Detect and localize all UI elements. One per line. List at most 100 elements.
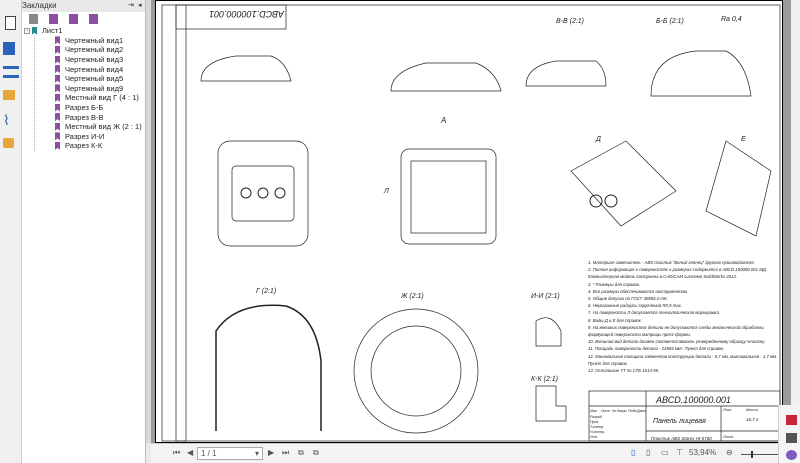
next-page-icon[interactable]: ▶ xyxy=(268,448,275,457)
panel-header: Закладки ⇥ ◂ xyxy=(22,0,145,12)
note-item: 13. Остальные ТТ по СТБ 1014-95. xyxy=(588,368,660,374)
bookmark-item[interactable]: Чертежный вид9 xyxy=(55,84,145,94)
facing-icon[interactable]: ▭ xyxy=(661,448,669,457)
last-page-icon[interactable]: ⏭ xyxy=(282,448,290,457)
bookmark-label: Чертежный вид2 xyxy=(65,45,124,55)
note-item: 11. Площадь поверхности детали - 23565 м… xyxy=(588,346,725,352)
prev-page-icon[interactable]: ◀ xyxy=(187,448,194,457)
role: Н.контр. xyxy=(590,430,605,434)
comments-icon[interactable] xyxy=(3,90,15,100)
view-vv-part xyxy=(525,60,607,87)
collapse-icon[interactable]: ◂ xyxy=(138,2,142,9)
bookmark-icon xyxy=(55,141,60,150)
view-label-vv: В-В (2:1) xyxy=(556,18,584,25)
prev-view-icon[interactable]: ⧉ xyxy=(298,448,304,457)
continuous-icon[interactable]: ▯ xyxy=(646,448,651,457)
view-e xyxy=(705,140,772,237)
bookmark-label: Разрез И-И xyxy=(65,131,105,141)
side-toolbar: ⌇ xyxy=(0,0,22,463)
title-designation: АВСD.100000.001 xyxy=(655,395,731,405)
bookmark-icon xyxy=(55,36,60,45)
view-d xyxy=(570,140,677,227)
pin-icon[interactable]: ⇥ xyxy=(128,2,134,9)
bookmark-item[interactable]: Местный вид Ж (2 : 1) xyxy=(55,122,145,132)
view-label-a: А xyxy=(440,116,446,125)
front-view-left xyxy=(217,140,309,247)
bookmark-label: Разрез К-К xyxy=(65,141,103,151)
note-item: 6. Неуказанные радиусы скруглений R0,5 m… xyxy=(588,303,682,309)
vertical-scrollbar[interactable] xyxy=(791,0,800,443)
view-a-part xyxy=(390,62,502,92)
mass-value: 16,7 г xyxy=(746,417,759,422)
left-frame-strip xyxy=(175,4,187,442)
page-number: 1 / 1 xyxy=(201,449,217,458)
bookmark-icon xyxy=(55,122,60,131)
pdf-app-icon[interactable] xyxy=(786,415,797,425)
bookmark-label: Чертежный вид5 xyxy=(65,74,124,84)
page-number-input[interactable]: 1 / 1▾ xyxy=(197,447,263,460)
bookmark-item[interactable]: Разрез В-В xyxy=(55,112,145,122)
panel-title: Закладки xyxy=(22,1,57,10)
view-label-d: Д xyxy=(595,136,601,143)
tree-root[interactable]: - Лист1 xyxy=(22,26,145,36)
bookmark-delete-icon[interactable] xyxy=(89,14,98,24)
bookmark-icon xyxy=(55,113,60,122)
page-icon[interactable] xyxy=(5,16,16,30)
inverted-stamp: АВСD.100000.001 xyxy=(209,9,285,19)
collapse-toggle[interactable]: - xyxy=(24,27,30,34)
view-kk xyxy=(535,385,567,422)
bookmark-add-icon[interactable] xyxy=(49,14,58,24)
zoom-value[interactable]: 53,94% xyxy=(689,448,717,457)
bookmark-item[interactable]: Чертежный вид2 xyxy=(55,45,145,55)
view-bb-part xyxy=(650,50,752,97)
bookmark-expand-icon[interactable] xyxy=(29,14,38,24)
roughness-symbol: Ra 0,4 xyxy=(721,16,742,23)
bookmark-item[interactable]: Разрез Б-Б xyxy=(55,103,145,113)
bookmark-label: Чертежный вид3 xyxy=(65,55,124,65)
note-item: 2. Полная информация о поверхностях и ра… xyxy=(588,267,767,280)
first-page-icon[interactable]: ⏮ xyxy=(173,448,181,457)
next-view-icon[interactable]: ⧉ xyxy=(313,448,319,457)
cover-icon[interactable]: ⊤ xyxy=(676,448,683,457)
bookmark-item[interactable]: Чертежный вид5 xyxy=(55,74,145,84)
bookmark-item[interactable]: Разрез К-К xyxy=(55,141,145,151)
panel-splitter[interactable] xyxy=(146,0,151,443)
app-icon[interactable] xyxy=(786,433,797,443)
note-item: 3. * Размеры для справок. xyxy=(588,281,641,287)
bookmark-item[interactable]: Местный вид Г (4 : 1) xyxy=(55,93,145,103)
front-view-a xyxy=(400,148,497,245)
title-name: Панель лицевая xyxy=(653,418,706,425)
attachment-icon[interactable]: ⌇ xyxy=(3,112,10,128)
bookmark-icon xyxy=(55,103,60,112)
view-ii xyxy=(535,317,562,347)
bookmark-icon xyxy=(55,65,60,74)
drawing-sheet: АВСD.100000.001 А В-В (2:1) Б-Б (2:1) Ra… xyxy=(155,0,783,443)
view-top-part xyxy=(200,55,292,82)
mass-label: Масса xyxy=(746,407,759,412)
bookmark-item[interactable]: Чертежный вид1 xyxy=(55,36,145,46)
view-label-kk: К-К (2:1) xyxy=(531,376,558,383)
sheet-label: Лист xyxy=(722,434,734,439)
lock-icon[interactable] xyxy=(3,138,14,148)
note-item: 5. Общие допуски по ГОСТ 30893.2-mK. xyxy=(588,296,669,302)
bookmark-label: Разрез В-В xyxy=(65,112,104,122)
bookmark-item[interactable]: Чертежный вид4 xyxy=(55,64,145,74)
bookmark-child-icon[interactable] xyxy=(69,14,78,24)
single-page-icon[interactable]: ▯ xyxy=(631,448,636,457)
bookmark-item[interactable]: Чертежный вид3 xyxy=(55,55,145,65)
bookmark-icon xyxy=(32,26,37,35)
pages-icon[interactable] xyxy=(3,42,15,55)
view-label-l: Л xyxy=(383,188,389,195)
zoom-slider[interactable] xyxy=(741,451,781,458)
bottom-toolbar: ⏮ ◀ 1 / 1▾ ▶ ⏭ ⧉ ⧉ ▯ ▯ ▭ ⊤ 53,94% ⊖ xyxy=(151,443,800,463)
viber-icon[interactable] xyxy=(786,450,797,460)
title-material: Пластик ABS Starex HI-0760 xyxy=(651,436,712,441)
tree-root-label: Лист1 xyxy=(42,26,63,36)
zoom-out-icon[interactable]: ⊖ xyxy=(726,448,733,457)
layers-icon[interactable] xyxy=(3,66,19,78)
bookmark-icon xyxy=(55,45,60,54)
view-label-bb: Б-Б (2:1) xyxy=(656,18,684,25)
role: Пров. xyxy=(590,420,599,424)
bookmark-item[interactable]: Разрез И-И xyxy=(55,132,145,142)
